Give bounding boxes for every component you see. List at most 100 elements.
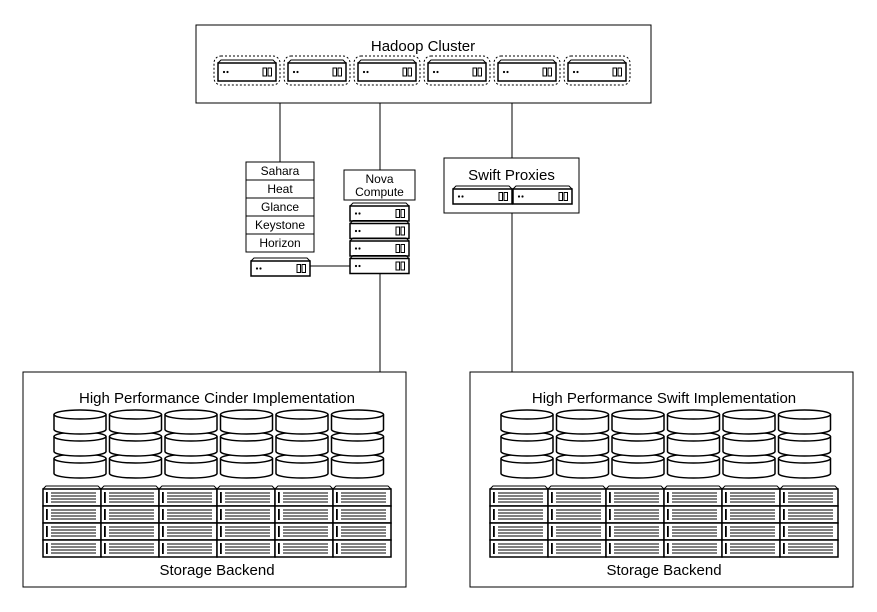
nova-compute-label-line2: Compute	[355, 185, 404, 199]
disk-drive-icon	[53, 431, 107, 457]
swift-implementation-title: High Performance Swift Implementation	[532, 390, 796, 407]
swift-storage-shelves	[489, 485, 839, 558]
disk-drive-icon	[666, 409, 721, 435]
service-item-label: Sahara	[261, 164, 300, 178]
storage-column	[42, 485, 102, 558]
storage-shelf-icon	[663, 488, 723, 507]
service-item: Glance	[245, 197, 315, 217]
disk-drive-icon	[777, 453, 832, 479]
disk-drive-icon	[53, 409, 107, 435]
service-item: Keystone	[245, 215, 315, 235]
service-item: Heat	[245, 179, 315, 199]
disk-drive-icon	[611, 431, 665, 457]
disk-drive-icon	[275, 453, 329, 479]
cinder-storage-shelves	[42, 485, 392, 558]
storage-shelf-icon	[721, 488, 781, 507]
storage-shelf-icon	[663, 505, 723, 524]
storage-shelf-icon	[100, 488, 160, 507]
storage-shelf-icon	[605, 539, 665, 558]
rack-server-icon	[567, 59, 627, 82]
cinder-implementation: High Performance Cinder Implementation S…	[22, 371, 407, 588]
storage-shelf-icon	[100, 539, 160, 558]
service-item: Horizon	[245, 233, 315, 253]
storage-column	[158, 485, 218, 558]
storage-column	[489, 485, 549, 558]
disk-stack	[330, 409, 385, 479]
storage-shelf-icon	[547, 505, 607, 524]
service-item-label: Heat	[267, 182, 293, 196]
disk-stack	[722, 409, 776, 479]
storage-column	[605, 485, 665, 558]
storage-shelf-icon	[42, 505, 102, 524]
disk-drive-icon	[555, 453, 610, 479]
disk-drive-icon	[330, 431, 385, 457]
disk-drive-icon	[555, 409, 610, 435]
storage-shelf-icon	[100, 522, 160, 541]
disk-stack	[666, 409, 721, 479]
storage-shelf-icon	[489, 539, 549, 558]
rack-server-icon	[497, 59, 557, 82]
nova-compute: Nova Compute	[343, 169, 416, 275]
disk-drive-icon	[722, 409, 776, 435]
storage-shelf-icon	[605, 505, 665, 524]
storage-shelf-icon	[42, 522, 102, 541]
rack-server-icon	[452, 185, 513, 205]
rack-server-icon	[349, 237, 410, 257]
disk-drive-icon	[108, 409, 163, 435]
disk-drive-icon	[330, 453, 385, 479]
storage-shelf-icon	[489, 522, 549, 541]
swift-disk-stacks	[500, 409, 832, 479]
disk-drive-icon	[666, 431, 721, 457]
disk-drive-icon	[53, 453, 107, 479]
storage-shelf-icon	[779, 539, 839, 558]
disk-drive-icon	[164, 409, 218, 435]
storage-shelf-icon	[332, 539, 392, 558]
service-item-label: Glance	[261, 200, 299, 214]
disk-drive-icon	[275, 409, 329, 435]
storage-shelf-icon	[721, 522, 781, 541]
storage-shelf-icon	[42, 539, 102, 558]
storage-shelf-icon	[332, 505, 392, 524]
swift-proxy-servers	[452, 185, 573, 205]
disk-drive-icon	[164, 453, 218, 479]
server-halo	[423, 55, 491, 86]
storage-column	[721, 485, 781, 558]
disk-stack	[777, 409, 832, 479]
storage-shelf-icon	[158, 539, 218, 558]
disk-drive-icon	[722, 431, 776, 457]
storage-shelf-icon	[547, 522, 607, 541]
storage-shelf-icon	[216, 505, 276, 524]
storage-column	[100, 485, 160, 558]
server-halo	[493, 55, 561, 86]
storage-column	[663, 485, 723, 558]
disk-drive-icon	[219, 431, 274, 457]
rack-server-icon	[357, 59, 417, 82]
disk-drive-icon	[164, 431, 218, 457]
disk-stack	[275, 409, 329, 479]
storage-shelf-icon	[216, 539, 276, 558]
swift-implementation: High Performance Swift Implementation St…	[469, 371, 854, 588]
storage-shelf-icon	[274, 505, 334, 524]
nova-compute-label-line1: Nova	[365, 172, 393, 186]
storage-column	[332, 485, 392, 558]
nova-servers	[349, 202, 410, 275]
storage-shelf-icon	[42, 488, 102, 507]
hadoop-cluster: Hadoop Cluster	[195, 24, 652, 104]
storage-column	[779, 485, 839, 558]
swift-proxies: Swift Proxies	[443, 157, 580, 214]
controller-server	[250, 257, 311, 277]
service-item-label: Horizon	[259, 236, 300, 250]
disk-drive-icon	[500, 409, 554, 435]
storage-shelf-icon	[274, 539, 334, 558]
disk-drive-icon	[500, 431, 554, 457]
storage-shelf-icon	[216, 522, 276, 541]
disk-drive-icon	[611, 453, 665, 479]
nova-compute-box	[343, 169, 416, 201]
disk-drive-icon	[611, 409, 665, 435]
service-item-label: Keystone	[255, 218, 305, 232]
rack-server-icon	[287, 59, 347, 82]
storage-column	[216, 485, 276, 558]
storage-shelf-icon	[332, 488, 392, 507]
